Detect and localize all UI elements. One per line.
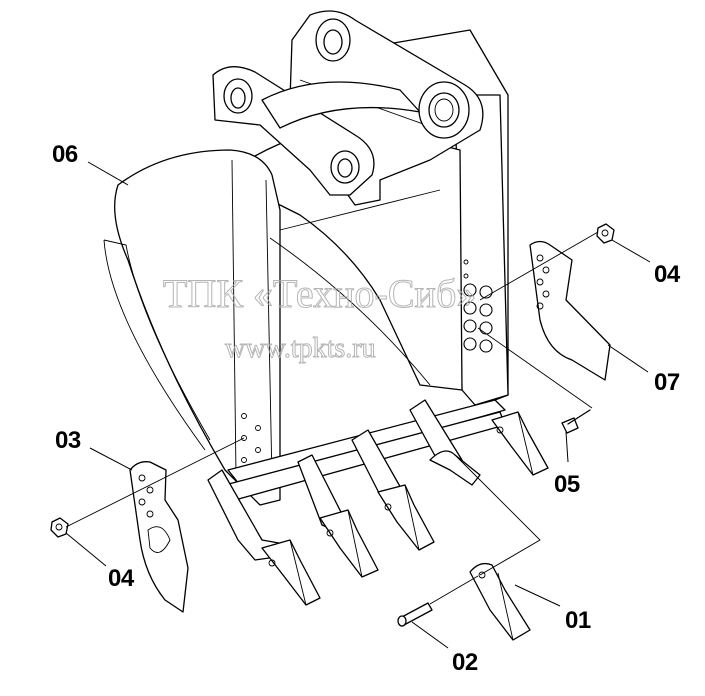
watermark-company: ТПК «Техно-Сиб» xyxy=(163,271,476,316)
pin-bosses xyxy=(223,18,470,184)
callout-07: 07 xyxy=(654,369,680,396)
watermark-website: www.tpkts.ru xyxy=(225,333,376,364)
nut-top xyxy=(596,223,615,244)
tooth-3 xyxy=(377,484,435,551)
teeth-row xyxy=(207,399,549,606)
nut-bottom xyxy=(50,517,69,538)
pin-02 xyxy=(397,602,433,627)
leader-lines xyxy=(65,161,651,649)
side-cutter-right xyxy=(529,240,611,381)
side-holes-left xyxy=(241,413,261,463)
mounting-brackets xyxy=(212,10,484,206)
callout-04-top: 04 xyxy=(654,261,681,288)
callout-06: 06 xyxy=(52,141,78,168)
bolt-05 xyxy=(561,409,591,434)
callout-05: 05 xyxy=(554,471,580,498)
callout-02: 02 xyxy=(452,649,478,676)
loose-tooth-01 xyxy=(469,562,531,641)
callout-03: 03 xyxy=(55,427,81,454)
tooth-4 xyxy=(491,411,549,476)
tooth-1 xyxy=(261,539,321,606)
callout-01: 01 xyxy=(565,607,591,634)
assembly-lines xyxy=(65,231,599,605)
callout-04-bottom: 04 xyxy=(108,565,135,592)
side-cutter-left xyxy=(129,461,189,613)
tooth-2 xyxy=(319,509,379,578)
